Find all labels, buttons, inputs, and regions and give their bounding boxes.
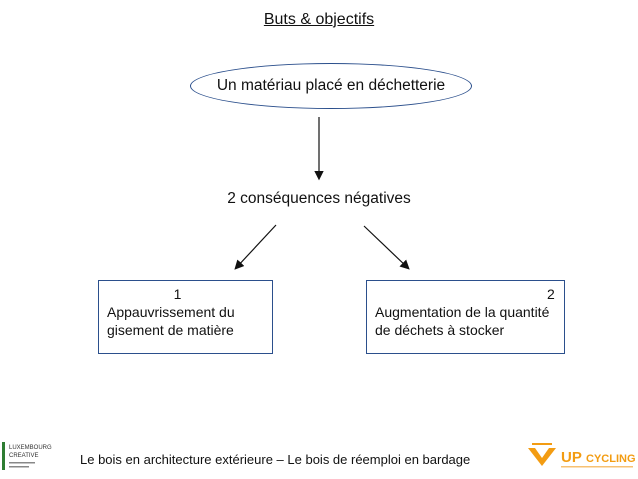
page-title: Buts & objectifs [263,11,375,28]
consequence-box-1: 1 Appauvrissement du gisement de matière [98,280,273,354]
svg-text:UP: UP [561,449,582,466]
box-number: 1 [173,286,182,302]
svg-text:CYCLING: CYCLING [586,453,636,465]
top-node-ellipse: Un matériau placé en déchetterie [190,63,472,109]
middle-node-label: 2 conséquences négatives [227,190,411,207]
svg-text:CREATIVE: CREATIVE [9,453,39,459]
box-number: 2 [547,286,555,302]
upcycling-logo: UP CYCLING [528,443,636,468]
top-node-label: Un matériau placé en déchetterie [216,77,446,94]
arrow-middle-to-box1 [234,224,277,270]
box-text: Augmentation de la quantité de déchets à… [375,304,550,338]
arrow-middle-to-box2 [363,225,410,270]
box-text: Appauvrissement du gisement de matière [107,304,235,338]
footer-text: Le bois en architecture extérieure – Le … [80,452,471,467]
luxembourg-creative-logo: LUXEMBOURG CREATIVE [2,442,52,470]
svg-text:LUXEMBOURG: LUXEMBOURG [9,445,52,451]
consequence-box-2: 2 Augmentation de la quantité de déchets… [366,280,565,354]
